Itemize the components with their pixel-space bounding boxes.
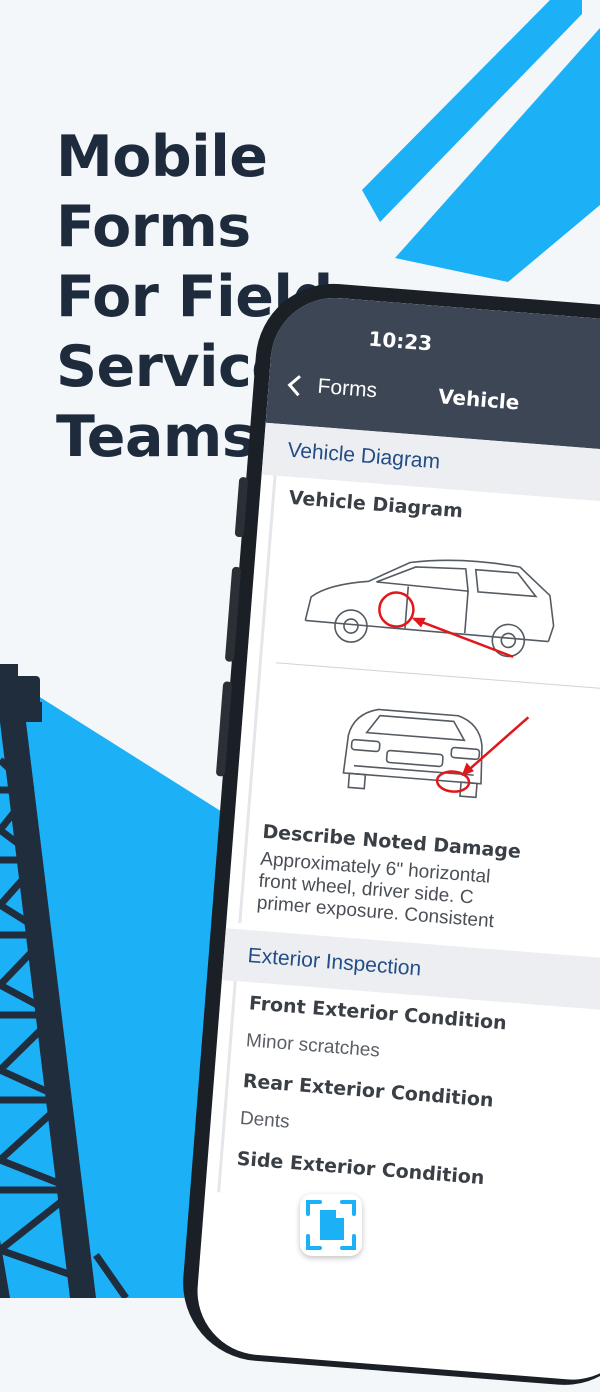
chevron-left-icon — [287, 374, 309, 396]
vehicle-side-diagram[interactable] — [262, 508, 600, 691]
headline-line-2: Forms — [56, 194, 251, 260]
blue-stripe-bottom — [395, 28, 600, 282]
headline-line-1: Mobile — [56, 124, 268, 190]
blue-stripe-top — [362, 0, 582, 222]
form-content: Vehicle Diagram Vehicle Diagram — [205, 422, 600, 1226]
headline: Mobile Forms For Field Service Teams — [56, 122, 356, 472]
back-button-label: Forms — [316, 374, 378, 403]
scan-document-button[interactable] — [300, 1194, 362, 1256]
vehicle-front-diagram[interactable] — [251, 666, 600, 839]
damage-marker-side — [378, 591, 415, 628]
vehicle-diagram-card: Vehicle Diagram — [238, 475, 600, 957]
screen-title: Vehicle — [437, 384, 521, 415]
back-button[interactable]: Forms — [287, 373, 378, 404]
phone-frame: 10:23 Forms Vehicle Vehicle Diagram Vehi… — [177, 278, 600, 1391]
phone-screen: 10:23 Forms Vehicle Vehicle Diagram Vehi… — [192, 293, 600, 1385]
car-front-icon — [342, 708, 530, 799]
car-side-icon — [304, 559, 555, 659]
damage-marker-front — [435, 770, 471, 793]
headline-line-4: Service — [56, 334, 290, 400]
phone-mockup: 10:23 Forms Vehicle Vehicle Diagram Vehi… — [177, 278, 600, 1392]
exterior-inspection-card: Front Exterior Condition Minor scratches… — [217, 980, 600, 1226]
document-scan-icon — [306, 1200, 356, 1250]
headline-line-5: Teams — [56, 404, 256, 470]
status-time: 10:23 — [367, 326, 433, 356]
oil-derrick-icon — [0, 664, 129, 1298]
